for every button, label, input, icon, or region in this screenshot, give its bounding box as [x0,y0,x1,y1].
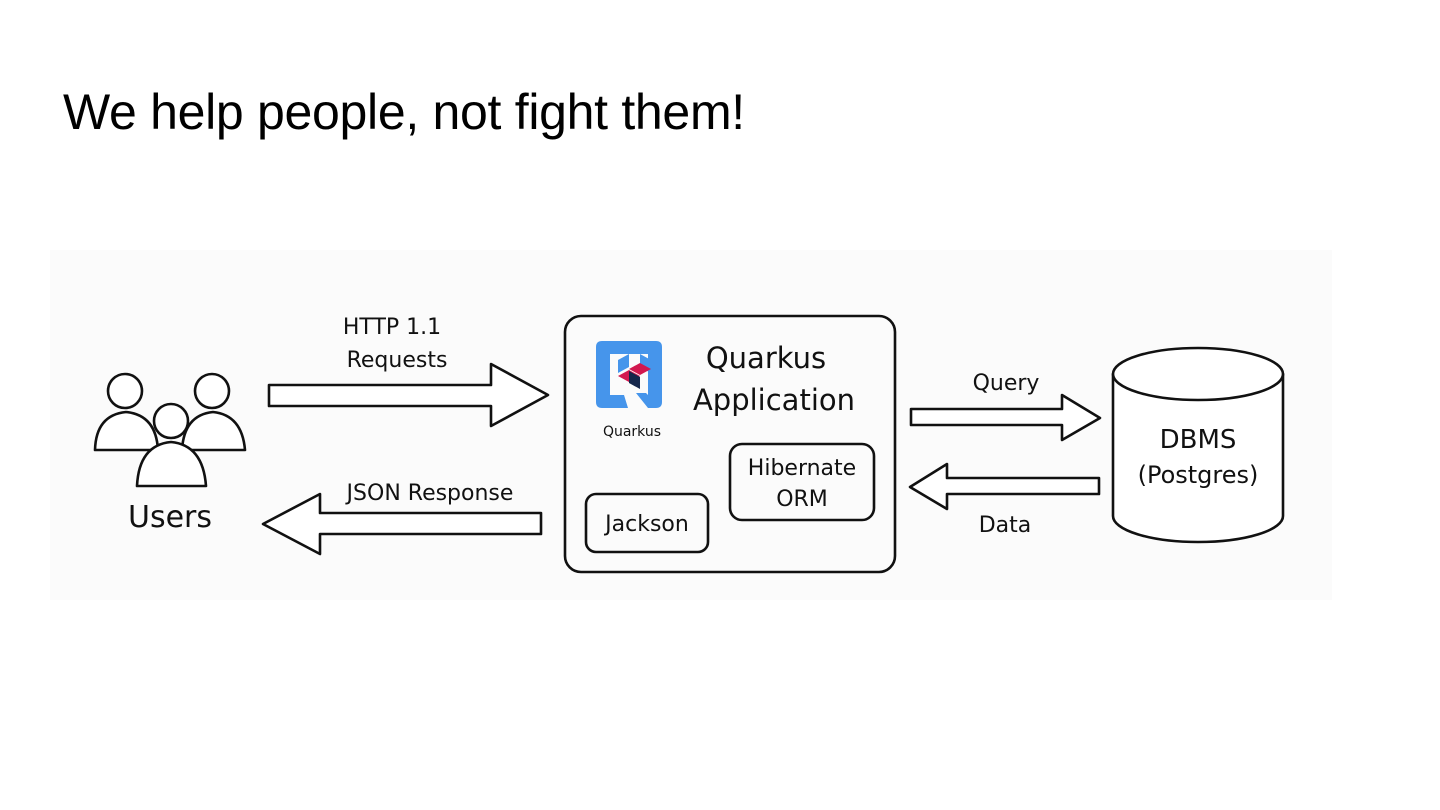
database-cylinder-icon [1111,346,1285,544]
users-label: Users [128,500,212,535]
app-title-line2: Application [693,383,855,417]
hibernate-orm-box [728,442,876,522]
query-arrow [909,393,1102,442]
users-icon [93,372,247,488]
jackson-label: Jackson [603,512,689,537]
query-label: Query [973,371,1040,396]
hibernate-label-line2: ORM [776,487,828,512]
diagram-canvas: Users HTTP 1.1 Requests JSON Response Qu… [93,314,1285,574]
data-arrow [908,462,1101,511]
database-label-line2: (Postgres) [1138,461,1259,489]
response-arrow [261,492,543,556]
hibernate-label-line1: Hibernate [748,456,856,481]
response-label: JSON Response [345,481,514,506]
request-label-line2: Requests [347,348,448,373]
quarkus-logo-icon [596,341,662,408]
app-title-line1: Quarkus [706,341,826,375]
database-label-line1: DBMS [1160,425,1237,455]
request-arrow [267,362,550,428]
quarkus-app-box [563,314,897,574]
jackson-box [584,492,710,554]
data-label: Data [979,513,1032,538]
quarkus-logo-caption: Quarkus [603,424,661,440]
architecture-diagram: Users HTTP 1.1 Requests JSON Response Qu… [50,250,1332,600]
slide-title: We help people, not fight them! [63,84,745,140]
request-label-line1: HTTP 1.1 [343,315,441,340]
